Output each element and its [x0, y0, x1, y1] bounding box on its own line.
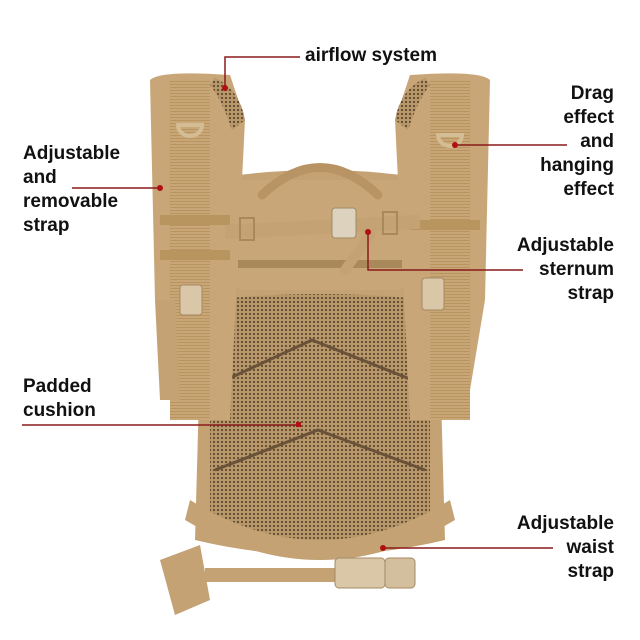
callout-adjustable-waist-strap: Adjustable waist strap — [516, 513, 614, 582]
callout-adjustable-removable-strap: Adjustable and removable strap — [23, 143, 121, 236]
left-shoulder-strap — [150, 73, 245, 420]
callout-drag-hanging-effect: Drag effect and hanging effect — [540, 83, 614, 200]
callout-padded-cushion: Padded cushion — [23, 376, 96, 421]
leader-airflow — [224, 56, 300, 88]
callout-airflow-system: airflow system — [305, 45, 437, 66]
callout-adjustable-sternum-strap: Adjustable sternum strap — [516, 235, 614, 304]
padded-mesh-panel — [210, 294, 430, 540]
right-shoulder-strap — [395, 73, 490, 420]
leader-sternum — [367, 232, 523, 271]
waist-strap — [160, 500, 455, 615]
sternum-strap — [224, 207, 421, 275]
leader-lines — [22, 56, 567, 549]
leader-dots — [157, 85, 458, 551]
